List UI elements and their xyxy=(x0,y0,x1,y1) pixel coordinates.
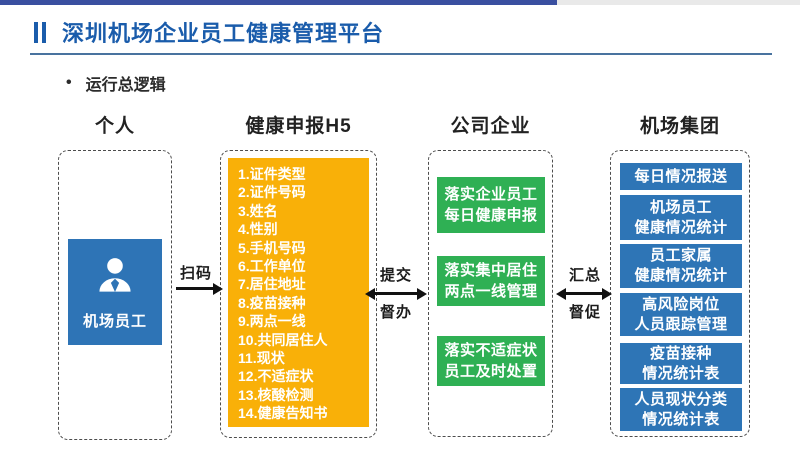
column-header-group: 机场集团 xyxy=(639,116,720,137)
h5-field: 10.共同居住人 xyxy=(238,331,328,348)
group-report-card: 每日情况报送 xyxy=(620,163,742,190)
h5-field: 7.居住地址 xyxy=(238,276,306,293)
lane-h5: 1.证件类型 2.证件号码 3.姓名 4.性别 5.手机号码 6.工作单位 7.… xyxy=(220,150,377,438)
submit-label: 提交 xyxy=(379,267,412,284)
company-task-card: 落实集中居住 两点一线管理 xyxy=(437,256,545,306)
double-arrow-icon xyxy=(374,292,418,295)
column-header-h5: 健康申报H5 xyxy=(245,116,352,137)
group-report-card: 人员现状分类 情况统计表 xyxy=(620,388,742,431)
h5-field: 1.证件类型 xyxy=(238,166,306,182)
bullet-icon: • xyxy=(66,74,72,91)
lane-company: 落实企业员工 每日健康申报 落实集中居住 两点一线管理 落实不适症状 员工及时处… xyxy=(428,150,553,437)
lane-personal: 机场员工 xyxy=(58,150,172,440)
title-bars-icon xyxy=(34,22,46,43)
column-header-personal: 个人 xyxy=(94,116,135,137)
person-icon xyxy=(99,257,131,292)
progress-track xyxy=(0,0,800,5)
double-arrow-icon xyxy=(565,292,603,295)
title-divider xyxy=(30,53,772,55)
group-report-card: 疫苗接种 情况统计表 xyxy=(620,343,742,384)
h5-field: 3.姓名 xyxy=(238,202,278,219)
airport-employee-card: 机场员工 xyxy=(68,239,162,345)
scan-label: 扫码 xyxy=(179,265,212,282)
urge-label: 督促 xyxy=(568,304,601,321)
airport-employee-label: 机场员工 xyxy=(82,312,147,330)
page-title: 深圳机场企业员工健康管理平台 xyxy=(62,21,385,46)
h5-field: 14.健康告知书 xyxy=(238,405,328,422)
lane-group: 每日情况报送 机场员工 健康情况统计 员工家属 健康情况统计 高风险岗位 人员跟… xyxy=(610,150,750,437)
section-subtitle: • 运行总逻辑 xyxy=(66,71,166,95)
subtitle-label: 运行总逻辑 xyxy=(85,77,166,94)
h5-field: 6.工作单位 xyxy=(238,258,306,275)
h5-field: 2.证件号码 xyxy=(238,184,306,201)
h5-field: 4.性别 xyxy=(238,221,278,238)
h5-field: 12.不适症状 xyxy=(238,368,314,385)
group-report-card: 机场员工 健康情况统计 xyxy=(620,195,742,240)
supervise-label: 督办 xyxy=(379,304,412,321)
h5-field: 8.疫苗接种 xyxy=(238,294,306,311)
h5-field: 13.核酸检测 xyxy=(238,386,314,403)
h5-field: 11.现状 xyxy=(238,350,285,367)
h5-fields-panel: 1.证件类型 2.证件号码 3.姓名 4.性别 5.手机号码 6.工作单位 7.… xyxy=(228,158,369,427)
group-report-card: 高风险岗位 人员跟踪管理 xyxy=(620,293,742,336)
company-task-card: 落实企业员工 每日健康申报 xyxy=(437,177,545,233)
h5-field: 9.两点一线 xyxy=(238,313,306,330)
group-report-card: 员工家属 健康情况统计 xyxy=(620,244,742,288)
progress-fill xyxy=(0,0,557,5)
company-task-card: 落实不适症状 员工及时处置 xyxy=(437,336,545,386)
right-arrow-icon xyxy=(176,287,214,290)
h5-field: 5.手机号码 xyxy=(238,239,306,256)
column-header-company: 公司企业 xyxy=(450,116,531,137)
summary-label: 汇总 xyxy=(568,267,601,284)
